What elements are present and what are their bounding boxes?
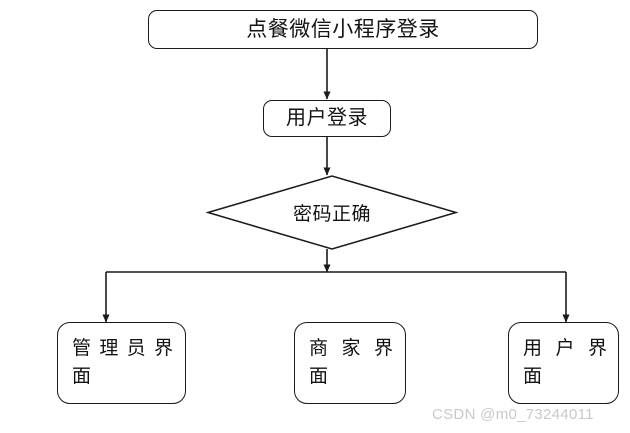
node-password-check-label: 密码正确 bbox=[292, 204, 371, 225]
node-admin-ui-label: 管理员界 面 bbox=[58, 323, 173, 390]
node-user-ui-label-line1: 用户界 bbox=[523, 338, 607, 359]
node-user-ui[interactable]: 用户界 面 bbox=[508, 322, 619, 404]
node-user-login[interactable]: 用户登录 bbox=[263, 100, 391, 137]
node-password-check[interactable]: 密码正确 bbox=[208, 176, 456, 249]
node-user-ui-label: 用户界 面 bbox=[509, 323, 607, 390]
node-merchant-ui-label: 商家界 面 bbox=[295, 323, 393, 390]
csdn-watermark: CSDN @m0_73244011 bbox=[432, 406, 594, 423]
password-check-diamond-shape bbox=[205, 175, 459, 250]
node-merchant-ui-label-line2: 面 bbox=[309, 365, 329, 387]
node-user-ui-label-line2: 面 bbox=[523, 365, 543, 387]
node-admin-ui[interactable]: 管理员界 面 bbox=[57, 322, 186, 404]
node-app-login-label: 点餐微信小程序登录 bbox=[246, 17, 440, 42]
node-admin-ui-label-line2: 面 bbox=[72, 365, 92, 387]
node-admin-ui-label-line1: 管理员界 bbox=[72, 338, 173, 359]
node-merchant-ui[interactable]: 商家界 面 bbox=[294, 322, 406, 404]
node-app-login[interactable]: 点餐微信小程序登录 bbox=[148, 10, 538, 49]
node-user-login-label: 用户登录 bbox=[286, 107, 368, 129]
node-merchant-ui-label-line1: 商家界 bbox=[309, 338, 393, 359]
